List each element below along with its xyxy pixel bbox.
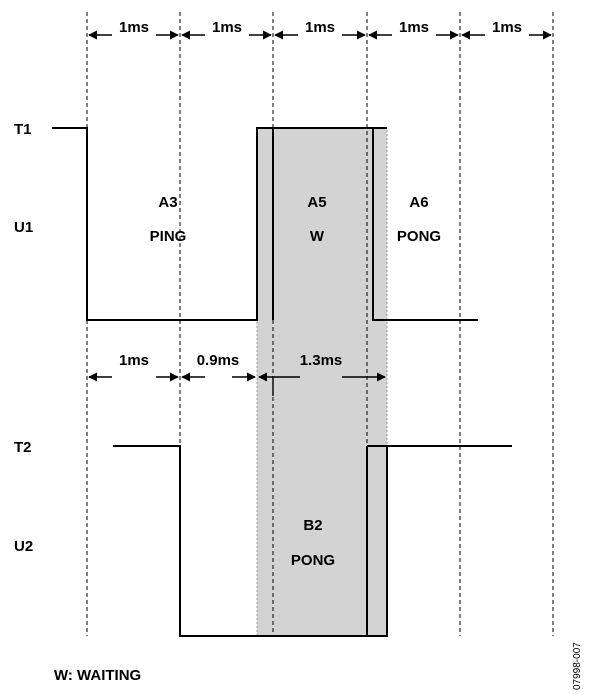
mid-interval-label-1: 1ms: [119, 352, 149, 369]
mid-interval-label-3: 1.3ms: [300, 352, 343, 369]
top-interval-label-1: 1ms: [119, 19, 149, 36]
signal-label-t1: T1: [14, 121, 32, 138]
region-a3-state: PING: [150, 228, 187, 245]
signal-1-secondary-waveform: [272, 127, 478, 321]
signal-label-u2: U2: [14, 538, 33, 555]
region-a6-state: PONG: [397, 228, 441, 245]
figure-id: 07998-007: [572, 642, 583, 690]
mid-interval-labels: 1ms 0.9ms 1.3ms: [119, 352, 342, 369]
signal-labels: T1 U1 T2 U2: [14, 121, 33, 555]
legend-waiting: W: WAITING: [54, 667, 141, 684]
signal-2-secondary-waveform: [366, 445, 388, 637]
region-a5-name: A5: [307, 194, 326, 211]
signal-label-u1: U1: [14, 219, 33, 236]
mid-interval-arrows: [88, 372, 386, 396]
region-a5-state: W: [310, 228, 325, 245]
region-a6-name: A6: [409, 194, 428, 211]
top-interval-labels: 1ms 1ms 1ms 1ms 1ms: [119, 19, 522, 36]
top-interval-label-5: 1ms: [492, 19, 522, 36]
region-b2-state: PONG: [291, 552, 335, 569]
region-labels: A3 PING A5 W A6 PONG B2 PONG: [150, 194, 441, 569]
top-interval-label-3: 1ms: [305, 19, 335, 36]
top-interval-label-2: 1ms: [212, 19, 242, 36]
region-a3-name: A3: [158, 194, 177, 211]
mid-interval-label-2: 0.9ms: [197, 352, 240, 369]
signal-label-t2: T2: [14, 439, 32, 456]
top-interval-label-4: 1ms: [399, 19, 429, 36]
signal-2-waveform: [113, 445, 512, 637]
waiting-shade-region: [256, 127, 388, 637]
region-b2-name: B2: [303, 517, 322, 534]
